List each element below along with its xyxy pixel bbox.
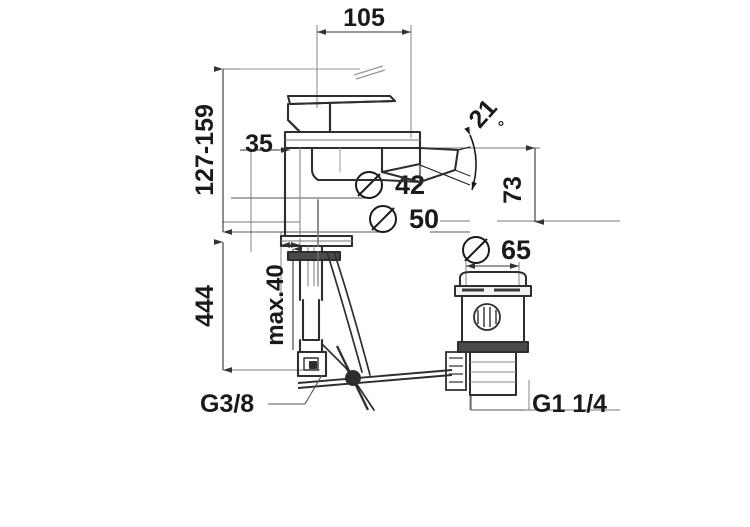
dimension-127-159: 127-159	[191, 66, 232, 235]
mixer-body	[283, 146, 384, 238]
dimension-max-40: max.40	[262, 246, 302, 350]
label-thread-g114-text: G1 1/4	[532, 390, 607, 418]
shank-coupling	[296, 298, 328, 378]
locking-nut	[286, 250, 342, 262]
dimension-35-label: 35	[245, 130, 273, 158]
handle-top-detail	[353, 65, 386, 80]
pop-up-waste	[454, 271, 532, 396]
waste-flange	[454, 285, 532, 297]
dimension-dia-65-label: 65	[501, 235, 531, 265]
label-thread-g38: G3/8	[200, 374, 323, 418]
dimension-105-label: 105	[343, 4, 385, 32]
waste-gasket	[457, 341, 529, 353]
dimension-dia-65: 65	[462, 235, 531, 269]
dimension-73-label: 73	[499, 176, 527, 204]
spout-outlet	[380, 146, 471, 184]
dimension-73: 73	[499, 145, 544, 225]
dimension-35: 35	[240, 130, 290, 158]
label-thread-g114: G1 1/4	[470, 390, 607, 418]
dimension-444: 444	[191, 239, 232, 373]
label-thread-g38-text: G3/8	[200, 390, 254, 418]
dimension-max-40-label: max.40	[262, 264, 289, 345]
dimension-105: 105	[317, 4, 411, 35]
waste-tailpiece	[469, 352, 517, 396]
dimension-127-159-label: 127-159	[191, 104, 219, 196]
mixer-assembly	[279, 94, 471, 411]
pivot-linkage	[297, 345, 453, 411]
dimension-dia-50-label: 50	[409, 204, 439, 234]
dimension-dia-50: 50	[231, 204, 470, 234]
flexible-hoses	[317, 251, 371, 376]
degree-symbol: °	[498, 119, 504, 136]
base-flange	[279, 234, 354, 248]
dimension-444-label: 444	[191, 285, 219, 327]
